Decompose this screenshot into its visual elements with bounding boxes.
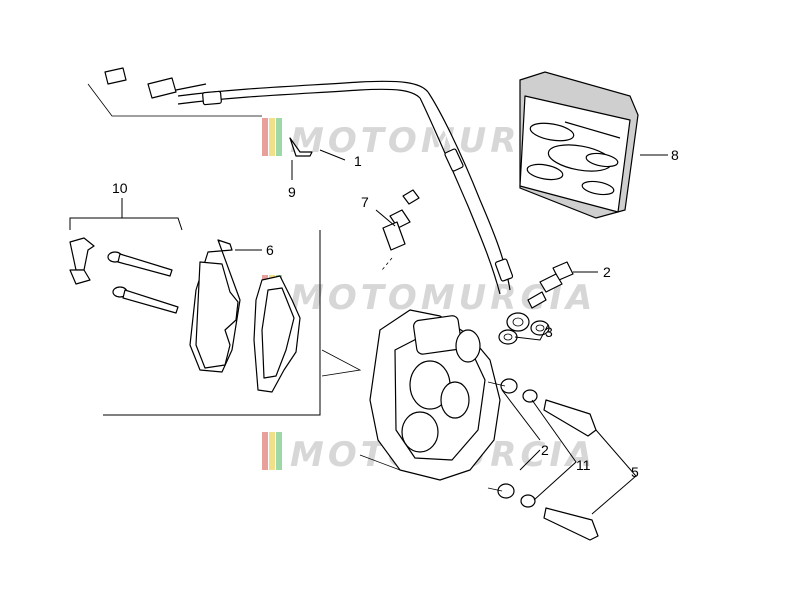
callout-2-bottom: 2 xyxy=(541,442,549,458)
caliper-body xyxy=(359,309,501,481)
callout-1: 1 xyxy=(354,153,362,169)
callout-9: 9 xyxy=(288,184,296,200)
callout-5: 5 xyxy=(631,464,639,480)
hose-clip xyxy=(289,137,313,157)
callout-2-top: 2 xyxy=(603,264,611,280)
callout-3: 3 xyxy=(545,324,553,340)
seal-kit xyxy=(519,71,639,219)
callout-7: 7 xyxy=(361,194,369,210)
banjo-bolt xyxy=(527,261,574,309)
mounting-hardware xyxy=(487,378,599,541)
callout-11: 11 xyxy=(576,457,591,473)
leader-lines xyxy=(235,149,668,515)
sealing-washers xyxy=(498,320,550,345)
brake-pads xyxy=(189,239,301,393)
bleed-valve xyxy=(381,189,420,271)
callout-labels: 1 2 2 3 5 6 7 8 9 10 11 xyxy=(112,147,679,480)
pad-pins xyxy=(69,237,179,314)
callout-10: 10 xyxy=(112,180,128,196)
brake-hose xyxy=(87,67,530,332)
callout-6: 6 xyxy=(266,242,274,258)
callout-8: 8 xyxy=(671,147,679,163)
pad-kit-frame xyxy=(69,198,362,416)
